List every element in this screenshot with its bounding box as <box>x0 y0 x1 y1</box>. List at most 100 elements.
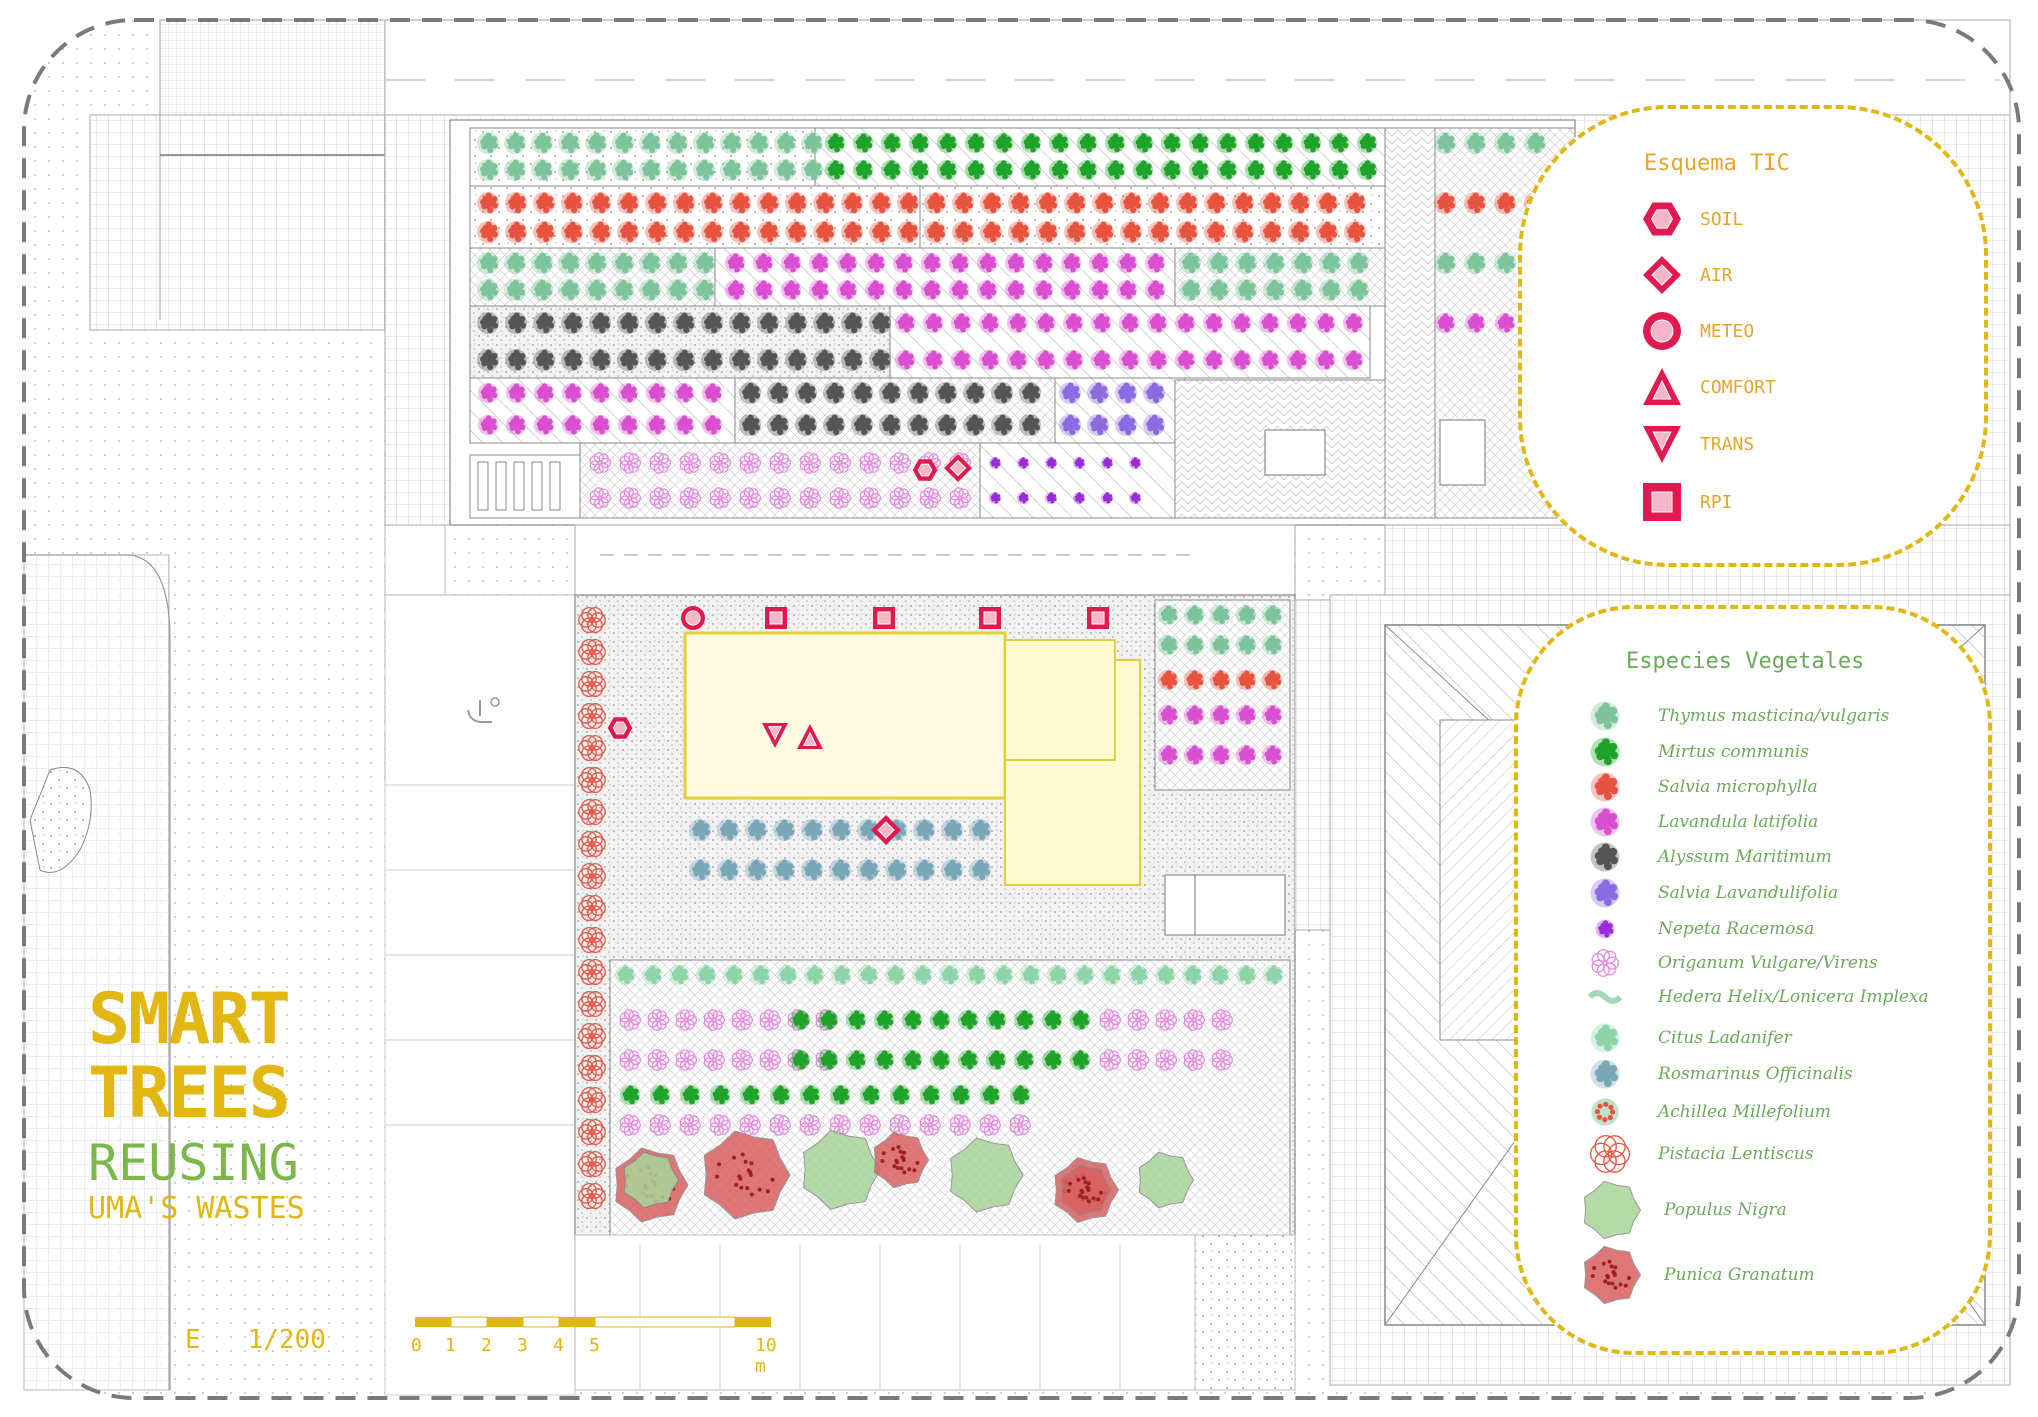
plant-symbol <box>701 349 723 371</box>
plant-symbol <box>1101 492 1113 504</box>
species-legend-item: Populus Nigra <box>1588 1179 1787 1241</box>
tic-legend-label: RPI <box>1700 492 1733 513</box>
plant-symbol <box>1236 605 1256 625</box>
plant-symbol <box>941 819 963 841</box>
plant-symbol <box>969 859 991 881</box>
plant-symbol <box>907 382 929 404</box>
title-wastes: UMA'S WASTES <box>88 1191 378 1227</box>
plant-symbol <box>801 159 823 181</box>
plant-symbol <box>1316 192 1338 214</box>
plant-symbol <box>767 414 789 436</box>
plant-symbol <box>813 221 835 243</box>
plant-symbol <box>1210 635 1230 655</box>
species-legend-item: Thymus masticina/vulgaris <box>1588 699 1889 733</box>
plant-symbol <box>893 253 913 273</box>
plant-symbol <box>837 253 857 273</box>
plant-symbol <box>1189 160 1209 180</box>
plant-symbol <box>913 859 935 881</box>
plant-symbol <box>1344 192 1366 214</box>
species-legend-label: Thymus masticina/vulgaris <box>1658 706 1889 726</box>
plant-symbol <box>1005 253 1025 273</box>
plant-symbol <box>823 382 845 404</box>
plant-symbol <box>801 859 823 881</box>
plant-symbol <box>897 192 919 214</box>
plant-symbol <box>1357 160 1377 180</box>
plant-symbol <box>1035 313 1055 333</box>
species-legend-item: Hedera Helix/Lonicera Implexa <box>1588 980 1929 1014</box>
plant-symbol <box>785 192 807 214</box>
plant-symbol <box>909 133 929 153</box>
plant-symbol <box>813 349 835 371</box>
scale-label-4: 4 <box>553 1335 564 1356</box>
plant-symbol <box>1184 670 1204 690</box>
species-legend-label: Salvia microphylla <box>1658 777 1818 797</box>
plant-symbol <box>963 414 985 436</box>
plant-symbol <box>585 252 607 274</box>
plant-symbol <box>895 350 915 370</box>
plant-symbol <box>851 414 873 436</box>
plant-symbol <box>1319 279 1341 301</box>
plant-symbol <box>1291 279 1313 301</box>
plant-symbol <box>506 415 526 435</box>
plant-symbol <box>846 1050 866 1070</box>
plant-symbol <box>989 457 1001 469</box>
plant-symbol <box>1008 192 1030 214</box>
plant-symbol <box>615 965 635 985</box>
plant-symbol <box>921 280 941 300</box>
plant-symbol <box>790 1010 810 1030</box>
plant-symbol <box>753 253 773 273</box>
plant-symbol <box>1207 252 1229 274</box>
plant-symbol <box>1236 705 1256 725</box>
plant-symbol <box>1263 252 1285 274</box>
plant-symbol-icon <box>1588 840 1632 874</box>
plant-symbol <box>618 383 638 403</box>
species-legend-label: Punica Granatum <box>1664 1265 1815 1285</box>
plant-symbol-icon <box>1588 876 1632 910</box>
plant-symbol <box>1182 965 1202 985</box>
plant-symbol <box>920 1085 940 1105</box>
plant-symbol <box>841 192 863 214</box>
plant-symbol <box>993 965 1013 985</box>
plant-symbol <box>1161 160 1181 180</box>
plant-symbol <box>1063 313 1083 333</box>
plant-symbol <box>558 279 580 301</box>
species-legend-item: Punica Granatum <box>1588 1244 1815 1306</box>
plant-symbol <box>846 1010 866 1030</box>
plant-symbol <box>1049 133 1069 153</box>
scale-label-1: 1 <box>445 1335 456 1356</box>
plant-symbol <box>1236 745 1256 765</box>
plant-symbol <box>1147 350 1167 370</box>
species-legend-label: Citus Ladanifer <box>1658 1028 1792 1048</box>
plant-symbol <box>1262 705 1282 725</box>
plant-symbol <box>1210 605 1230 625</box>
plant-symbol <box>1077 160 1097 180</box>
plant-symbol <box>1179 252 1201 274</box>
plant-symbol <box>950 1085 970 1105</box>
scale-label-2: 2 <box>481 1335 492 1356</box>
plant-symbol <box>1344 221 1366 243</box>
plant-symbol <box>991 414 1013 436</box>
plant-symbol <box>952 221 974 243</box>
plant-symbol <box>589 349 611 371</box>
plant-symbol-icon <box>1588 1057 1632 1091</box>
scale-text: E 1/200 <box>185 1325 326 1355</box>
plant-symbol <box>1262 670 1282 690</box>
plant-symbol <box>720 132 742 154</box>
species-legend: Especies Vegetales Thymus masticina/vulg… <box>1514 605 1992 1355</box>
plant-symbol <box>809 253 829 273</box>
plant-symbol <box>895 313 915 333</box>
plant-symbol <box>801 819 823 841</box>
plant-symbol <box>1176 192 1198 214</box>
plant-symbol <box>825 160 845 180</box>
plant-symbol <box>818 1050 838 1070</box>
plant-symbol <box>1210 745 1230 765</box>
plant-symbol <box>701 221 723 243</box>
plant-symbol <box>1232 192 1254 214</box>
plant-symbol <box>865 253 885 273</box>
plant-symbol <box>858 965 878 985</box>
plant-symbol <box>612 279 634 301</box>
plant-symbol <box>639 132 661 154</box>
plant-symbol <box>1301 133 1321 153</box>
plant-symbol <box>935 382 957 404</box>
plant-symbol <box>921 253 941 273</box>
